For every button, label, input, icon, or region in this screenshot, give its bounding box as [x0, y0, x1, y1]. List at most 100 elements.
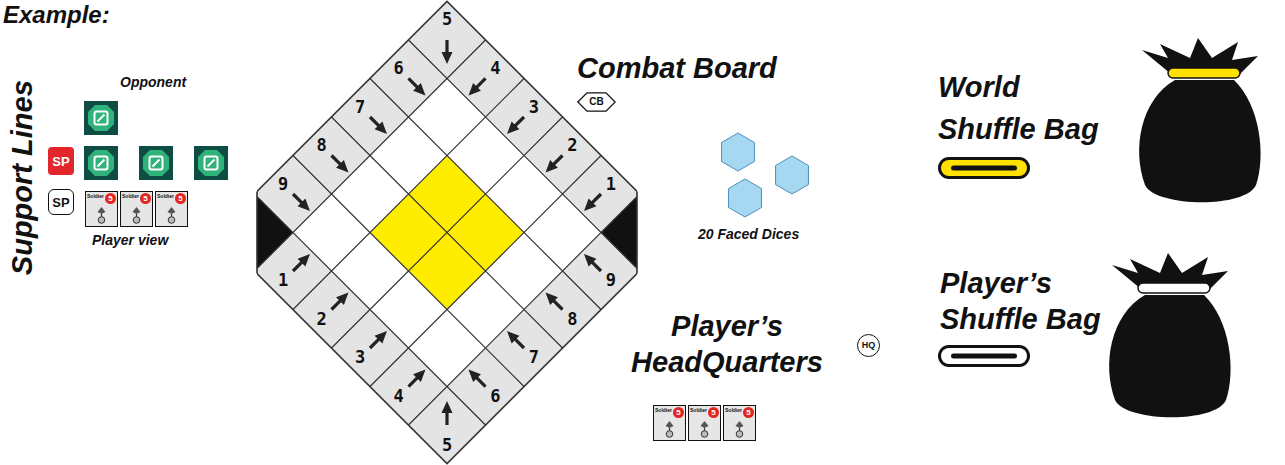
- direction-arrow: [405, 75, 430, 100]
- cell-number: 6: [490, 388, 500, 405]
- group-label: Player view: [92, 232, 168, 248]
- soldier-figure: [654, 420, 685, 440]
- bag-token: [951, 354, 1017, 359]
- soldier-card: Soldier5: [723, 405, 756, 441]
- support-badge: SP: [48, 189, 74, 215]
- direction-arrow: [580, 250, 605, 275]
- direction-arrow: [542, 289, 567, 314]
- soldier-figure: [701, 431, 708, 438]
- soldier-figure: [736, 421, 744, 428]
- strength-badge: 5: [140, 193, 151, 204]
- cell-number: 5: [442, 437, 452, 454]
- cell-number: 2: [316, 311, 326, 328]
- bag-token: [941, 160, 1027, 176]
- cell-number: 4: [393, 388, 403, 405]
- soldier-figure: [98, 207, 106, 214]
- direction-arrow: [465, 75, 490, 100]
- cell-number: 8: [567, 311, 577, 328]
- cell-number: 9: [606, 272, 616, 289]
- card-name: Soldier: [87, 194, 104, 199]
- soldier-figure: [701, 421, 709, 428]
- area-heading: Player’s HeadQuarters: [631, 308, 823, 380]
- strength-badge: 5: [105, 193, 116, 204]
- shuffle-bag: [1109, 253, 1230, 417]
- shuffle-bag: [1109, 253, 1230, 417]
- direction-arrow: [405, 366, 430, 391]
- soldier-figure: [133, 207, 141, 214]
- direction-arrow: [465, 366, 490, 391]
- cell-number: 7: [529, 349, 539, 366]
- section-heading: Support Lines: [5, 81, 38, 276]
- cell-number: 8: [316, 137, 326, 154]
- direction-arrow: [289, 250, 314, 275]
- cell-number: 2: [567, 137, 577, 154]
- strength-badge: 5: [743, 407, 754, 418]
- soldier-figure: [666, 431, 673, 438]
- board-badge: CB: [577, 92, 616, 112]
- direction-arrow: [580, 190, 605, 215]
- soldier-card: Soldier5: [155, 191, 188, 227]
- badge-text: HQ: [862, 341, 876, 350]
- card-name: Soldier: [157, 194, 174, 199]
- direction-arrow: [328, 289, 353, 314]
- cell-number: 5: [442, 11, 452, 28]
- badge-outline: [578, 93, 615, 111]
- cell-number: 3: [529, 99, 539, 116]
- cell-number: 6: [393, 60, 403, 77]
- opponent-card-icon: [194, 146, 228, 180]
- direction-arrow: [542, 152, 567, 177]
- direction-arrow: [503, 113, 528, 138]
- strength-badge: 5: [175, 193, 186, 204]
- group-label: Opponent: [120, 74, 186, 90]
- opponent-card-icon: [84, 101, 118, 135]
- board-edge: [257, 192, 637, 274]
- card-name: Soldier: [690, 408, 707, 413]
- cell-number: 4: [490, 60, 500, 77]
- support-badge: SP: [48, 147, 74, 175]
- soldier-card: Soldier5: [120, 191, 153, 227]
- strength-badge: 5: [673, 407, 684, 418]
- direction-arrow: [442, 401, 453, 425]
- strength-badge: 5: [708, 407, 719, 418]
- soldier-figure: [133, 217, 140, 224]
- direction-arrow: [442, 40, 453, 64]
- board-corner: [257, 194, 293, 271]
- cell-number: 7: [355, 99, 365, 116]
- card-name: Soldier: [122, 194, 139, 199]
- direction-arrow: [503, 327, 528, 352]
- soldier-card: Soldier5: [653, 405, 686, 441]
- badge-text: SP: [52, 196, 69, 209]
- bag-token: [941, 348, 1027, 364]
- direction-arrow: [328, 152, 353, 177]
- direction-arrow: [366, 113, 391, 138]
- bag-token: [951, 166, 1017, 171]
- soldier-figure: [98, 217, 105, 224]
- soldier-figure: [168, 217, 175, 224]
- soldier-figure: [86, 206, 117, 226]
- area-heading: Combat Board: [577, 52, 777, 85]
- die-icon: [776, 156, 809, 194]
- example-title: Example:: [3, 1, 110, 29]
- soldier-figure: [736, 431, 743, 438]
- soldier-figure: [666, 421, 674, 428]
- dice-label: 20 Faced Dices: [698, 226, 799, 242]
- soldier-figure: [689, 420, 720, 440]
- badge-text: CB: [589, 97, 603, 107]
- badge-text: SP: [52, 155, 69, 168]
- direction-arrow: [289, 190, 314, 215]
- opponent-card-icon: [139, 146, 173, 180]
- bag-token: [938, 345, 1030, 367]
- cell-number: 1: [606, 176, 616, 193]
- soldier-card: Soldier5: [85, 191, 118, 227]
- board-corner: [601, 194, 637, 271]
- soldier-figure: [121, 206, 152, 226]
- bag-band: [1138, 283, 1210, 293]
- bag-token: [938, 157, 1030, 179]
- soldier-figure: [724, 420, 755, 440]
- cell-number: 9: [278, 176, 288, 193]
- die-icon: [729, 179, 762, 217]
- bag-band: [1168, 68, 1240, 78]
- card-name: Soldier: [655, 408, 672, 413]
- die-icon: [722, 133, 755, 171]
